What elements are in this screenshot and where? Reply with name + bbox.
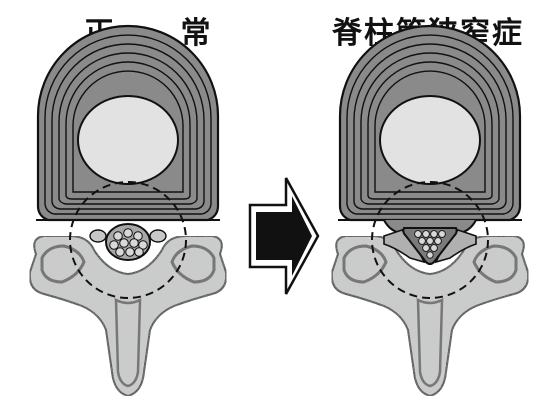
stenosis-spine <box>332 26 528 396</box>
normal-spine <box>30 26 226 396</box>
normal-disc <box>36 26 220 220</box>
right-arrow-icon <box>250 178 318 294</box>
stenosis-disc <box>338 26 522 234</box>
